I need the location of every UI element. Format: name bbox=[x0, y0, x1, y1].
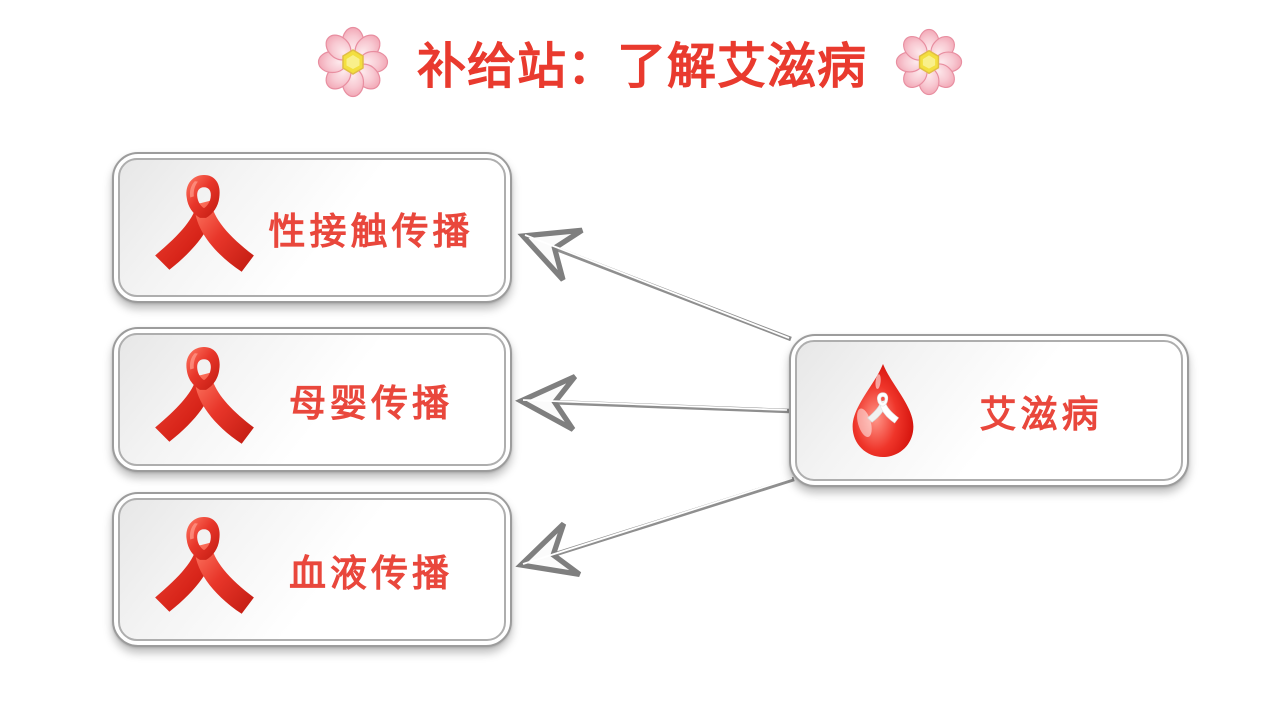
aids-ribbon-icon bbox=[155, 516, 254, 614]
node-inner-panel: 血液传播 bbox=[118, 498, 506, 641]
slide-header: 补给站：了解艾滋病 bbox=[0, 24, 1280, 100]
node-inner-panel: 母婴传播 bbox=[118, 333, 506, 466]
node-blood-transmission: 血液传播 bbox=[112, 492, 512, 647]
node-sexual-contact-transmission: 性接触传播 bbox=[112, 152, 512, 303]
node-aids-source: 艾滋病 bbox=[789, 334, 1189, 487]
arrow-source-to-mother-infant bbox=[515, 374, 790, 432]
node-label: 性接触传播 bbox=[268, 211, 474, 253]
node-inner-panel: 艾滋病 bbox=[795, 340, 1183, 481]
node-label: 母婴传播 bbox=[289, 383, 453, 425]
arrow-source-to-sexual-contact bbox=[517, 227, 792, 342]
node-mother-infant-transmission: 母婴传播 bbox=[112, 327, 512, 472]
node-inner-panel: 性接触传播 bbox=[118, 158, 506, 297]
flower-icon bbox=[895, 28, 963, 96]
aids-ribbon-icon bbox=[155, 174, 254, 272]
arrow-source-to-blood bbox=[515, 476, 795, 577]
node-label: 血液传播 bbox=[289, 553, 453, 595]
slide-title: 补给站：了解艾滋病 bbox=[416, 38, 867, 94]
node-label: 艾滋病 bbox=[979, 394, 1103, 436]
flower-icon bbox=[317, 26, 389, 98]
blood-drop-ribbon-icon bbox=[852, 363, 914, 457]
aids-ribbon-icon bbox=[155, 346, 254, 444]
